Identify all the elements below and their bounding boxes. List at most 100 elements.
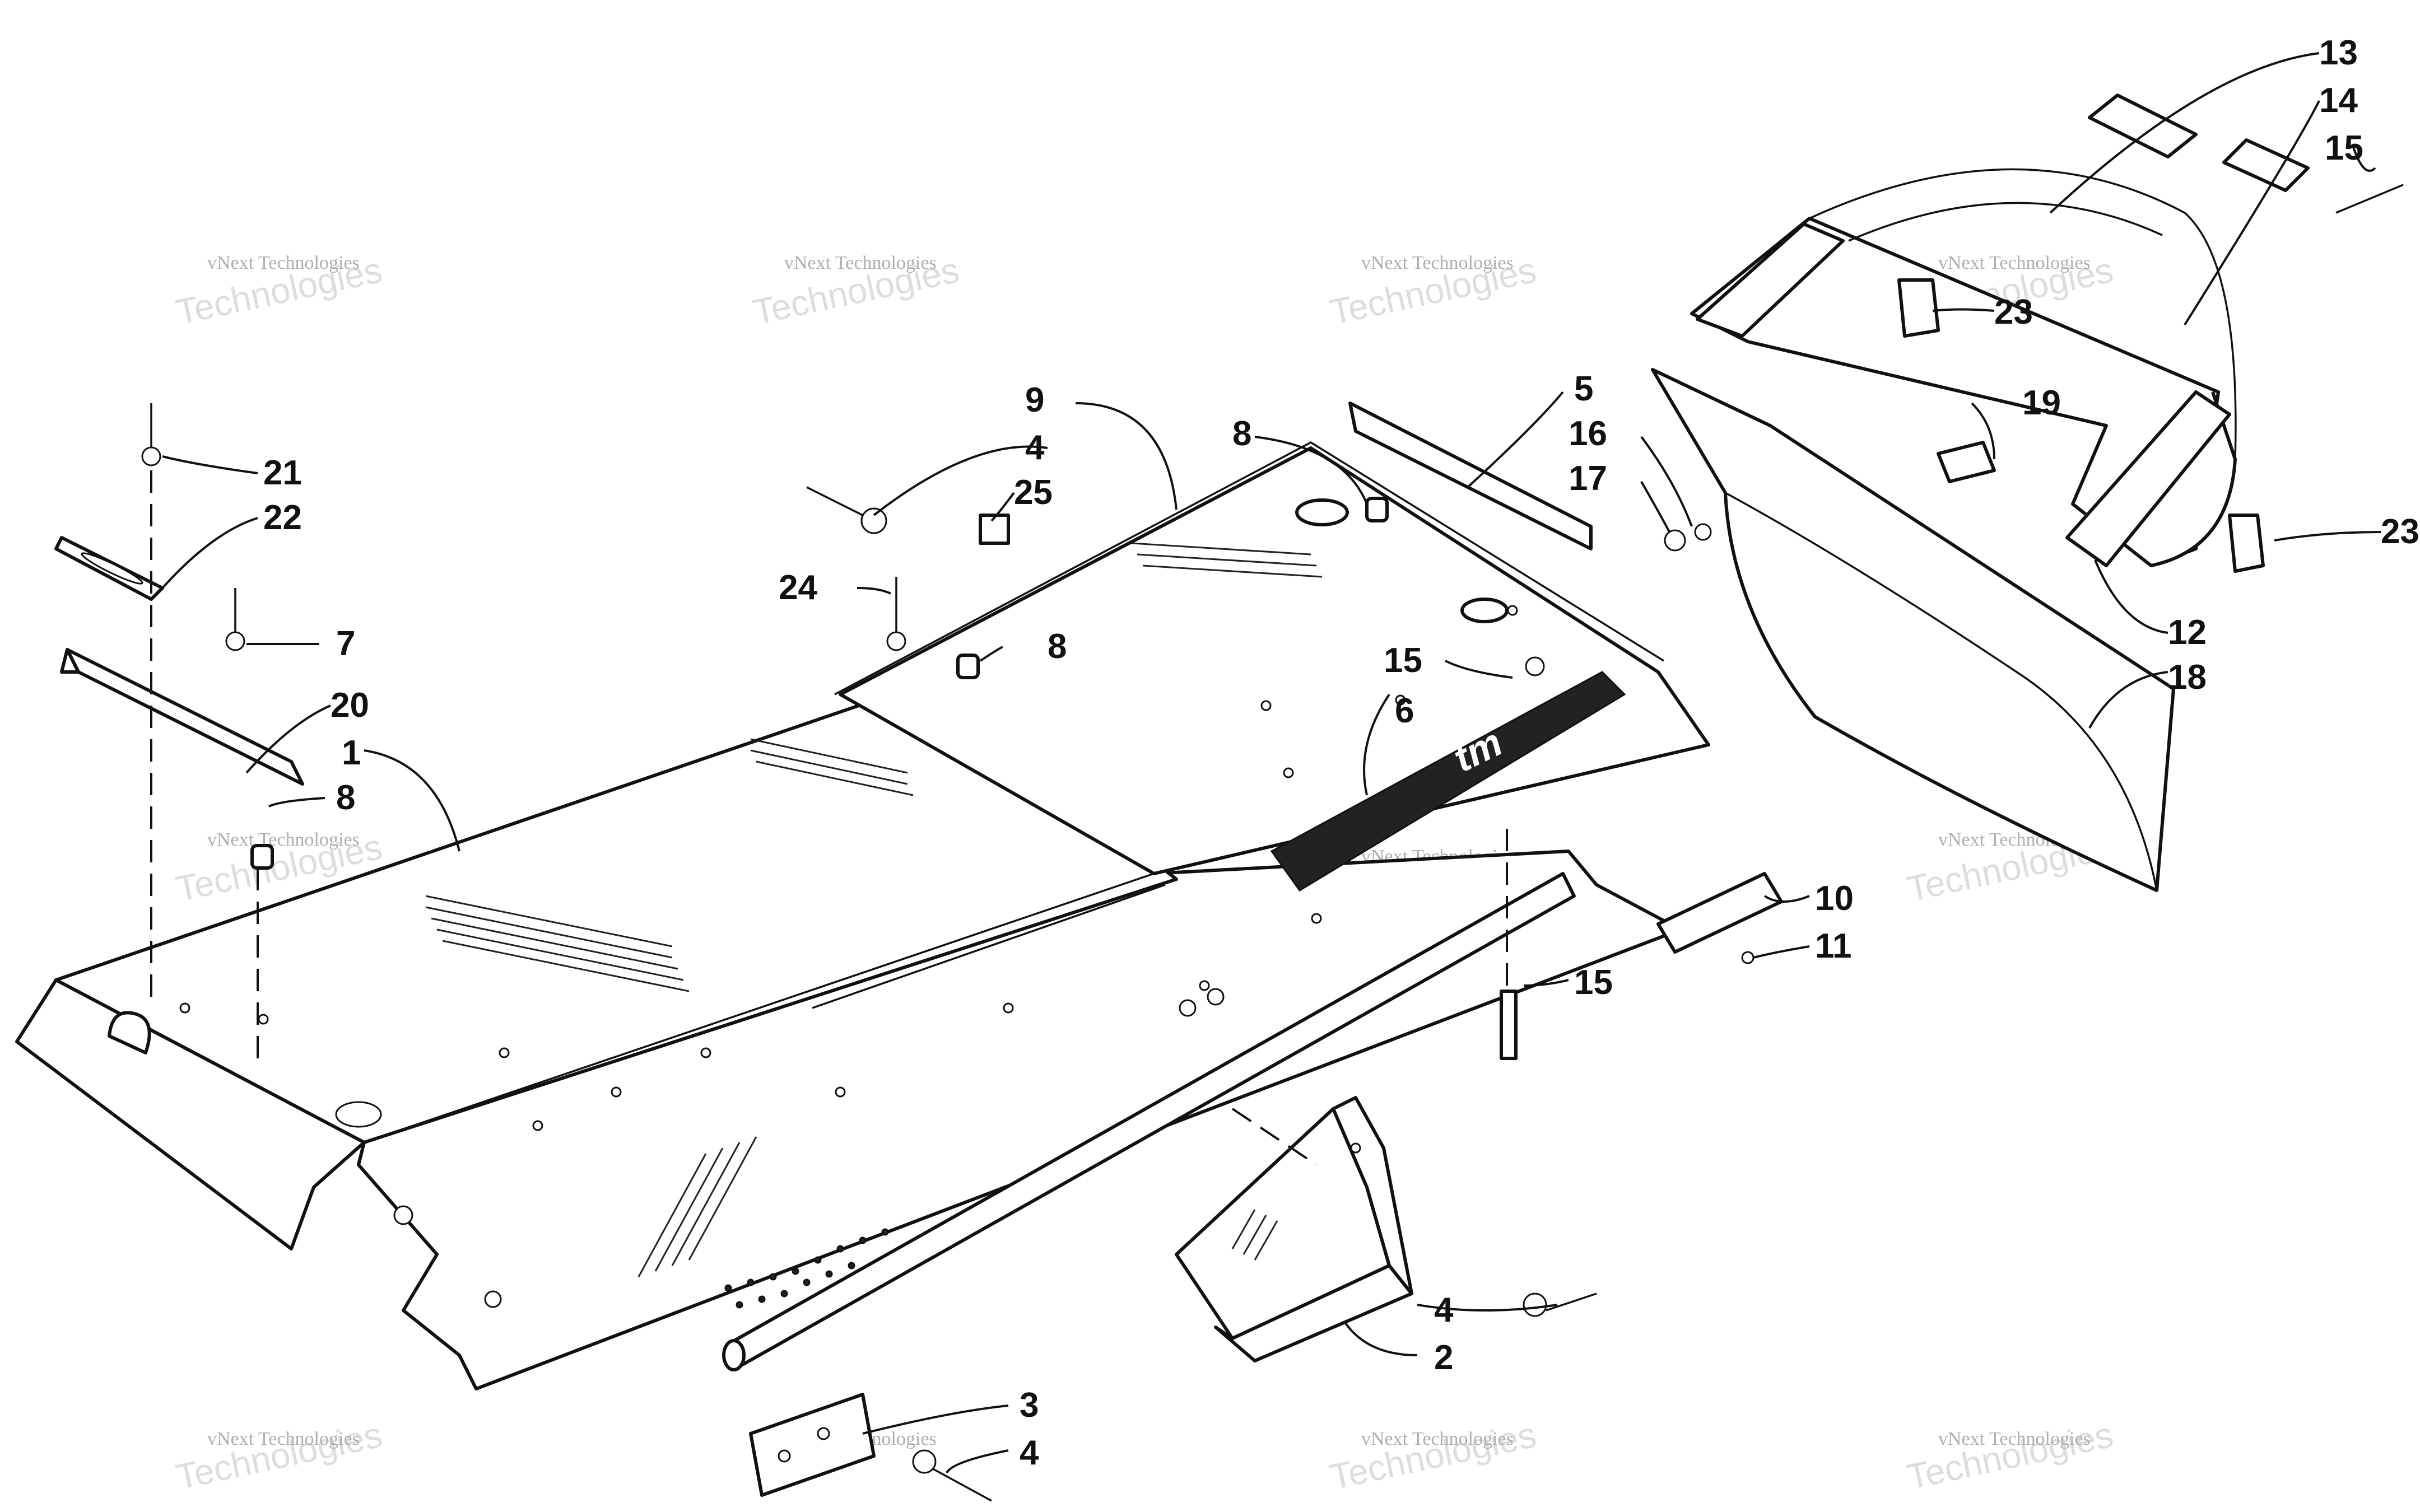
cover-edge <box>834 441 1664 696</box>
callout-14: 14 <box>2319 81 2358 120</box>
callout-20: 20 <box>331 686 369 725</box>
watermark-text: vNext Technologies <box>1938 253 2091 273</box>
callout-4: 4 <box>1025 428 1045 467</box>
watermark-text: vNext Technologies <box>207 1429 360 1449</box>
part-14-decal <box>2222 138 2310 192</box>
part-19-nut <box>1937 441 1996 483</box>
watermark-text: vNext Technologies <box>784 253 937 273</box>
part-5-strip <box>1348 402 1593 550</box>
callout-9: 9 <box>1025 381 1044 419</box>
callout-8: 8 <box>336 778 355 817</box>
part-23-clip <box>2228 514 2265 573</box>
callout-12: 12 <box>2168 613 2207 652</box>
part-22-strap <box>54 536 164 601</box>
deck-slot <box>1295 498 1349 526</box>
watermark-2: vNext Technologies Technologies <box>750 250 962 333</box>
watermark-text: vNext Technologies <box>1361 253 1514 273</box>
part-2-bracket <box>1175 1096 1413 1362</box>
watermark-text: Technologies <box>1904 1415 2116 1497</box>
bumper-left-grip <box>1696 222 1845 338</box>
part-15-screw <box>2335 184 2404 214</box>
part-23-clip <box>1897 278 1940 338</box>
part-18-snowflap <box>1651 368 2175 892</box>
part-12-bumper <box>1690 168 2237 567</box>
vent-holes <box>724 1228 889 1309</box>
part-11-screw <box>1741 951 1755 964</box>
callout-23: 23 <box>1994 293 2033 332</box>
brace-end <box>60 648 80 674</box>
part-3-plate <box>749 1393 876 1497</box>
callout-4: 4 <box>1020 1434 1039 1472</box>
snowflap-edge <box>1725 492 2158 891</box>
callout-23: 23 <box>2381 512 2419 551</box>
bumper-right-grip <box>2065 390 2231 567</box>
watermark-text: vNext Technologies <box>207 829 360 850</box>
watermark-text: vNext Technologies <box>1361 1429 1514 1449</box>
bumper-loop <box>1809 168 2237 460</box>
callout-13: 13 <box>2319 34 2358 72</box>
part-13-decal <box>2088 94 2198 158</box>
rail-end <box>722 1339 746 1371</box>
tunnel-edge <box>364 872 1155 1144</box>
brace <box>66 648 304 786</box>
strip <box>1348 402 1593 550</box>
hardware <box>141 94 2404 1502</box>
watermark-text: Technologies <box>1327 1415 1539 1497</box>
callout-18: 18 <box>2168 658 2207 697</box>
reflector <box>1656 872 1783 954</box>
part-9-cover <box>834 441 1664 696</box>
leader-lines <box>150 52 2381 1474</box>
callout-2: 2 <box>1434 1338 1453 1377</box>
snowflap <box>1651 368 2175 892</box>
callout-8: 8 <box>1232 414 1251 453</box>
callouts: 13 14 15 23 19 23 12 18 5 16 17 9 8 4 25… <box>263 34 2419 1472</box>
callout-19: 19 <box>2022 384 2061 422</box>
decal-body <box>1270 671 1626 892</box>
part-8-plug <box>250 844 274 870</box>
watermark-12: vNext Technologies Technologies <box>1904 1415 2116 1497</box>
callout-1: 1 <box>342 734 361 772</box>
part-8-plug <box>1365 497 1389 522</box>
callout-24: 24 <box>779 568 817 607</box>
callout-15: 15 <box>2325 129 2363 167</box>
deck-hatching <box>425 542 1323 992</box>
callout-8: 8 <box>1048 627 1067 666</box>
part-10-reflector <box>1656 872 1783 954</box>
handle-slot <box>108 1011 151 1054</box>
part-4-rivet <box>929 1466 992 1502</box>
part-1-tunnel <box>15 446 1710 1390</box>
part-16-washer <box>1694 523 1712 541</box>
callout-7: 7 <box>336 624 355 663</box>
deck-slot <box>1460 598 1509 623</box>
callout-3: 3 <box>1020 1386 1039 1425</box>
part-25-tag <box>979 514 1010 545</box>
part-17-nut <box>1664 529 1686 552</box>
callout-16: 16 <box>1569 414 1607 453</box>
callout-15: 15 <box>1574 963 1613 1002</box>
callout-4: 4 <box>1434 1291 1454 1329</box>
plate <box>749 1393 876 1497</box>
bumper-loop-inner <box>1848 202 2163 242</box>
part-8-plug <box>956 654 980 679</box>
part-4-rivet <box>1546 1292 1597 1312</box>
callout-21: 21 <box>263 454 302 492</box>
watermark-3: vNext Technologies Technologies <box>1327 250 1539 333</box>
wall-hatching <box>637 1136 757 1277</box>
callout-11: 11 <box>1815 927 1852 965</box>
watermark-1: vNext Technologies Technologies <box>173 250 385 333</box>
part-20-brace <box>60 648 304 786</box>
bracket-flange <box>1214 1264 1413 1362</box>
callout-25: 25 <box>1014 473 1053 512</box>
watermark-text: Technologies <box>173 1415 385 1497</box>
callout-10: 10 <box>1815 879 1854 918</box>
part-15-bolt <box>1500 990 1518 1060</box>
callout-6: 6 <box>1395 692 1414 730</box>
tunnel-edge <box>812 884 1166 1009</box>
callout-15: 15 <box>1384 641 1422 680</box>
hole <box>335 1101 382 1128</box>
callout-5: 5 <box>1574 370 1593 408</box>
watermark-text: vNext Technologies <box>1938 1429 2091 1449</box>
rivet-holes <box>179 605 1518 1308</box>
watermark-11: vNext Technologies Technologies <box>1327 1415 1539 1497</box>
